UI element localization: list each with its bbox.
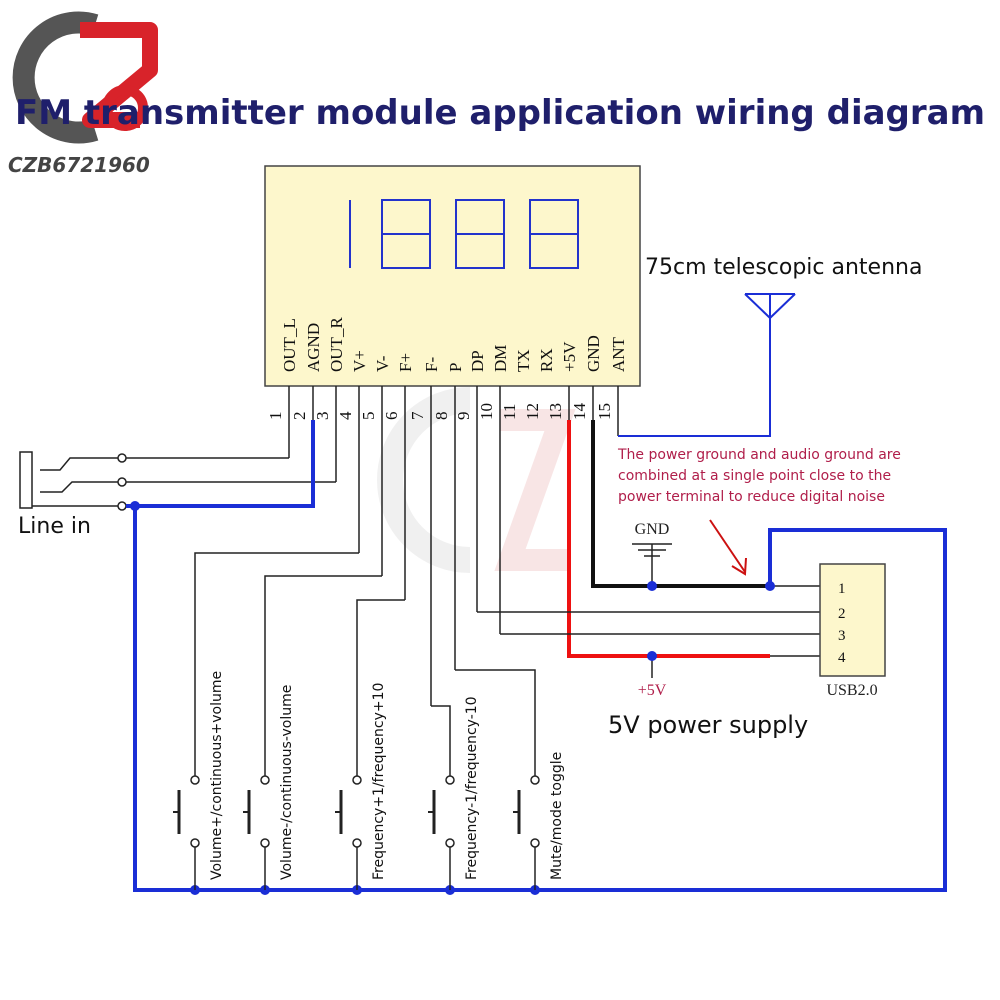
pin-number: 6 (382, 412, 401, 421)
line-in-jack-icon (19, 451, 127, 511)
note-line-1: The power ground and audio ground are (617, 447, 901, 463)
push-button-label: Mute/mode toggle (549, 752, 565, 880)
pin-number: 12 (523, 403, 542, 420)
pin-label: GND (584, 335, 603, 372)
plus5v-label: +5V (638, 682, 667, 699)
pin-number: 4 (336, 411, 355, 420)
pin-number: 3 (313, 412, 332, 421)
antenna-label: 75cm telescopic antenna (645, 255, 922, 280)
push-button-icon: Frequency+1/frequency+10 (335, 683, 387, 890)
pin-label: DM (491, 345, 510, 372)
pin-label: F+ (396, 353, 415, 372)
gnd-wire-black (591, 420, 770, 588)
gnd-symbol (632, 543, 672, 586)
pin-number: 9 (454, 412, 473, 421)
push-button-label: Volume-/continuous-volume (279, 685, 295, 880)
brand-logo: CZB6721960 (8, 11, 158, 177)
pin-number: 10 (477, 403, 496, 420)
ground-wire-blue (126, 420, 947, 892)
logo-code: CZB6721960 (8, 153, 150, 177)
page-title: FM transmitter module application wiring… (15, 93, 985, 133)
seven-segment-display (349, 199, 579, 269)
pin-number: 15 (595, 403, 614, 420)
pin-label: V- (373, 355, 392, 372)
usb-pin-numbers: 1 2 3 4 (838, 581, 846, 666)
pin-label: ANT (609, 336, 628, 372)
pin-number: 2 (290, 412, 309, 421)
pin-label: OUT_R (327, 317, 346, 372)
usb-label: USB2.0 (826, 682, 877, 699)
watermark-logo (377, 387, 576, 573)
usb-pin-number: 3 (838, 628, 846, 644)
usb-pin-number: 4 (838, 650, 846, 666)
antenna-icon (618, 293, 796, 437)
push-button-icon: Mute/mode toggle (513, 752, 565, 890)
push-button-icon: Frequency-1/frequency-10 (428, 696, 480, 890)
pin-label: TX (514, 349, 533, 372)
push-button-icon: Volume+/continuous+volume (173, 671, 225, 890)
pin-label: DP (468, 350, 487, 372)
push-buttons: Volume+/continuous+volume Volume-/continu… (173, 671, 565, 890)
pin-label: F- (422, 357, 441, 372)
push-button-label: Frequency-1/frequency-10 (464, 696, 480, 880)
push-button-leads (194, 552, 536, 776)
pin-number: 5 (359, 412, 378, 421)
pin-label: RX (537, 348, 556, 372)
power-supply-label: 5V power supply (608, 711, 808, 739)
note-line-2: combined at a single point close to the (618, 468, 891, 484)
usb-data-lines (477, 585, 820, 657)
usb-pin-number: 2 (838, 606, 846, 622)
gnd-label: GND (635, 521, 670, 538)
pin-label: AGND (304, 323, 323, 372)
pin-label: +5V (560, 341, 579, 372)
note-line-3: power terminal to reduce digital noise (618, 489, 885, 505)
pin-label: P (446, 363, 465, 372)
push-button-icon: Volume-/continuous-volume (243, 685, 295, 890)
pin-number: 11 (500, 404, 519, 420)
push-button-label: Volume+/continuous+volume (209, 671, 225, 880)
pin-number: 14 (570, 403, 589, 421)
pin-number: 13 (546, 403, 565, 420)
usb-pin-number: 1 (838, 581, 846, 597)
pin-number: 8 (432, 412, 451, 421)
pin-label: V+ (350, 350, 369, 372)
line-in-label: Line in (18, 514, 91, 539)
usb-connector (819, 563, 886, 677)
pin-number: 1 (266, 412, 285, 421)
pin-leads (288, 386, 619, 706)
note-arrow-icon (709, 519, 747, 576)
pin-label: OUT_L (280, 318, 299, 372)
pin-number: 7 (408, 411, 427, 420)
power-wire-red (567, 420, 770, 658)
push-button-label: Frequency+1/frequency+10 (371, 683, 387, 880)
